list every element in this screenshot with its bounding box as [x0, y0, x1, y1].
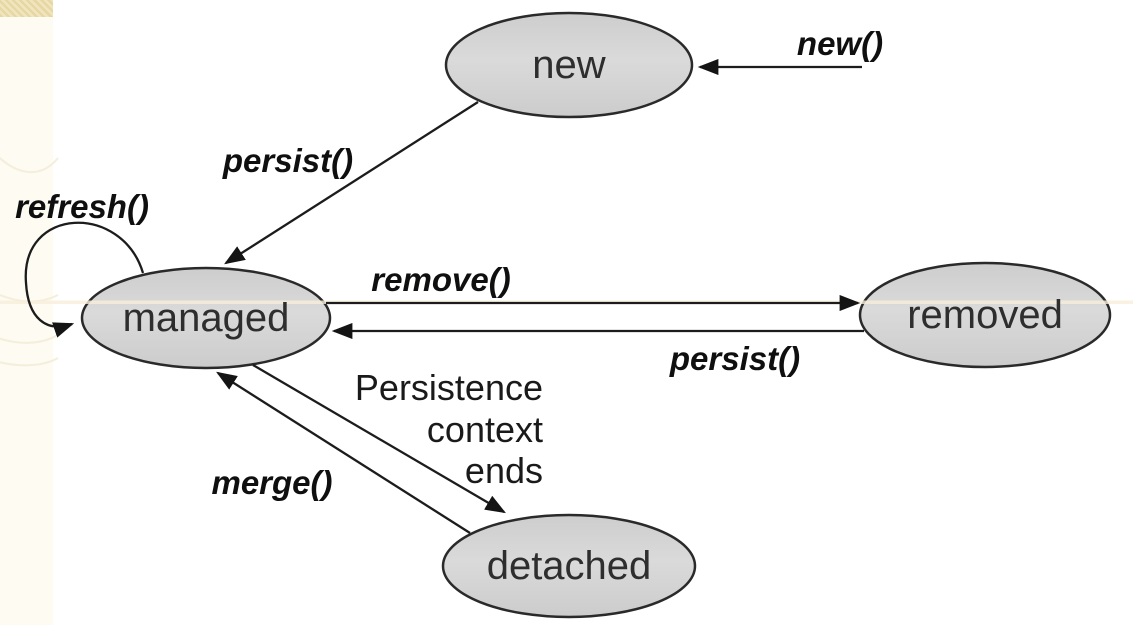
- label-remove: remove(): [371, 261, 510, 298]
- state-label-new: new: [532, 43, 605, 87]
- arrow-merge-detached-to-managed: [216, 371, 471, 534]
- label-persistence-line1: Persistence: [355, 367, 543, 408]
- state-label-managed: managed: [123, 296, 290, 340]
- label-refresh: refresh(): [15, 188, 149, 225]
- label-persistence-line2: context: [427, 409, 543, 450]
- arrow-context-ends-managed-to-detached: [252, 364, 506, 514]
- state-label-detached: detached: [487, 544, 652, 588]
- strip-decor-arc: [0, 357, 59, 367]
- state-node-managed: [80, 266, 332, 370]
- state-node-detached: [441, 513, 697, 619]
- state-node-new: [444, 11, 694, 119]
- label-new-call: new(): [797, 25, 883, 62]
- arrow-refresh-self-loop: [24, 221, 145, 338]
- label-persist-top: persist(): [222, 142, 353, 179]
- state-label-removed: removed: [907, 293, 1063, 337]
- slide-left-strip: [0, 0, 53, 625]
- label-persistence-line3: ends: [465, 450, 543, 491]
- label-merge: merge(): [211, 464, 332, 501]
- strip-decor-arc: [0, 334, 59, 344]
- arrow-persist-new-to-managed: [224, 101, 479, 265]
- slide-corner-accent: [0, 0, 53, 17]
- state-node-removed: [858, 261, 1112, 369]
- label-persist-bottom: persist(): [669, 340, 800, 377]
- label-persistence-context-ends: Persistence context ends: [355, 367, 543, 491]
- strip-decor-arc: [0, 156, 59, 174]
